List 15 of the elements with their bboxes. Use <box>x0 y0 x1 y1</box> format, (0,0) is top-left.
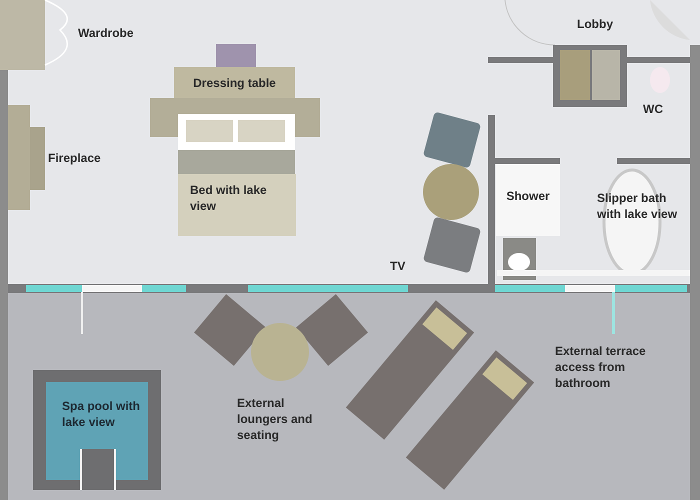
furniture-label: Dressing table <box>193 74 276 90</box>
room-label: TV <box>390 258 406 274</box>
room-label: Wardrobe <box>78 25 135 41</box>
bed <box>178 174 296 236</box>
furniture-label: Bed with lake view <box>190 182 268 214</box>
room-label: Slipper bath with lake view <box>597 190 678 222</box>
furniture-label: Spa pool with lake view <box>62 398 141 430</box>
room-label: Fireplace <box>48 150 102 166</box>
shower <box>496 164 560 236</box>
area-label: External terrace access from bathroom <box>555 343 647 391</box>
dressing-table <box>174 67 295 98</box>
room-label: Lobby <box>577 16 614 32</box>
area-label: External loungers and seating <box>237 395 314 443</box>
furniture-label: Shower <box>506 188 550 204</box>
room-label: WC <box>643 101 664 117</box>
